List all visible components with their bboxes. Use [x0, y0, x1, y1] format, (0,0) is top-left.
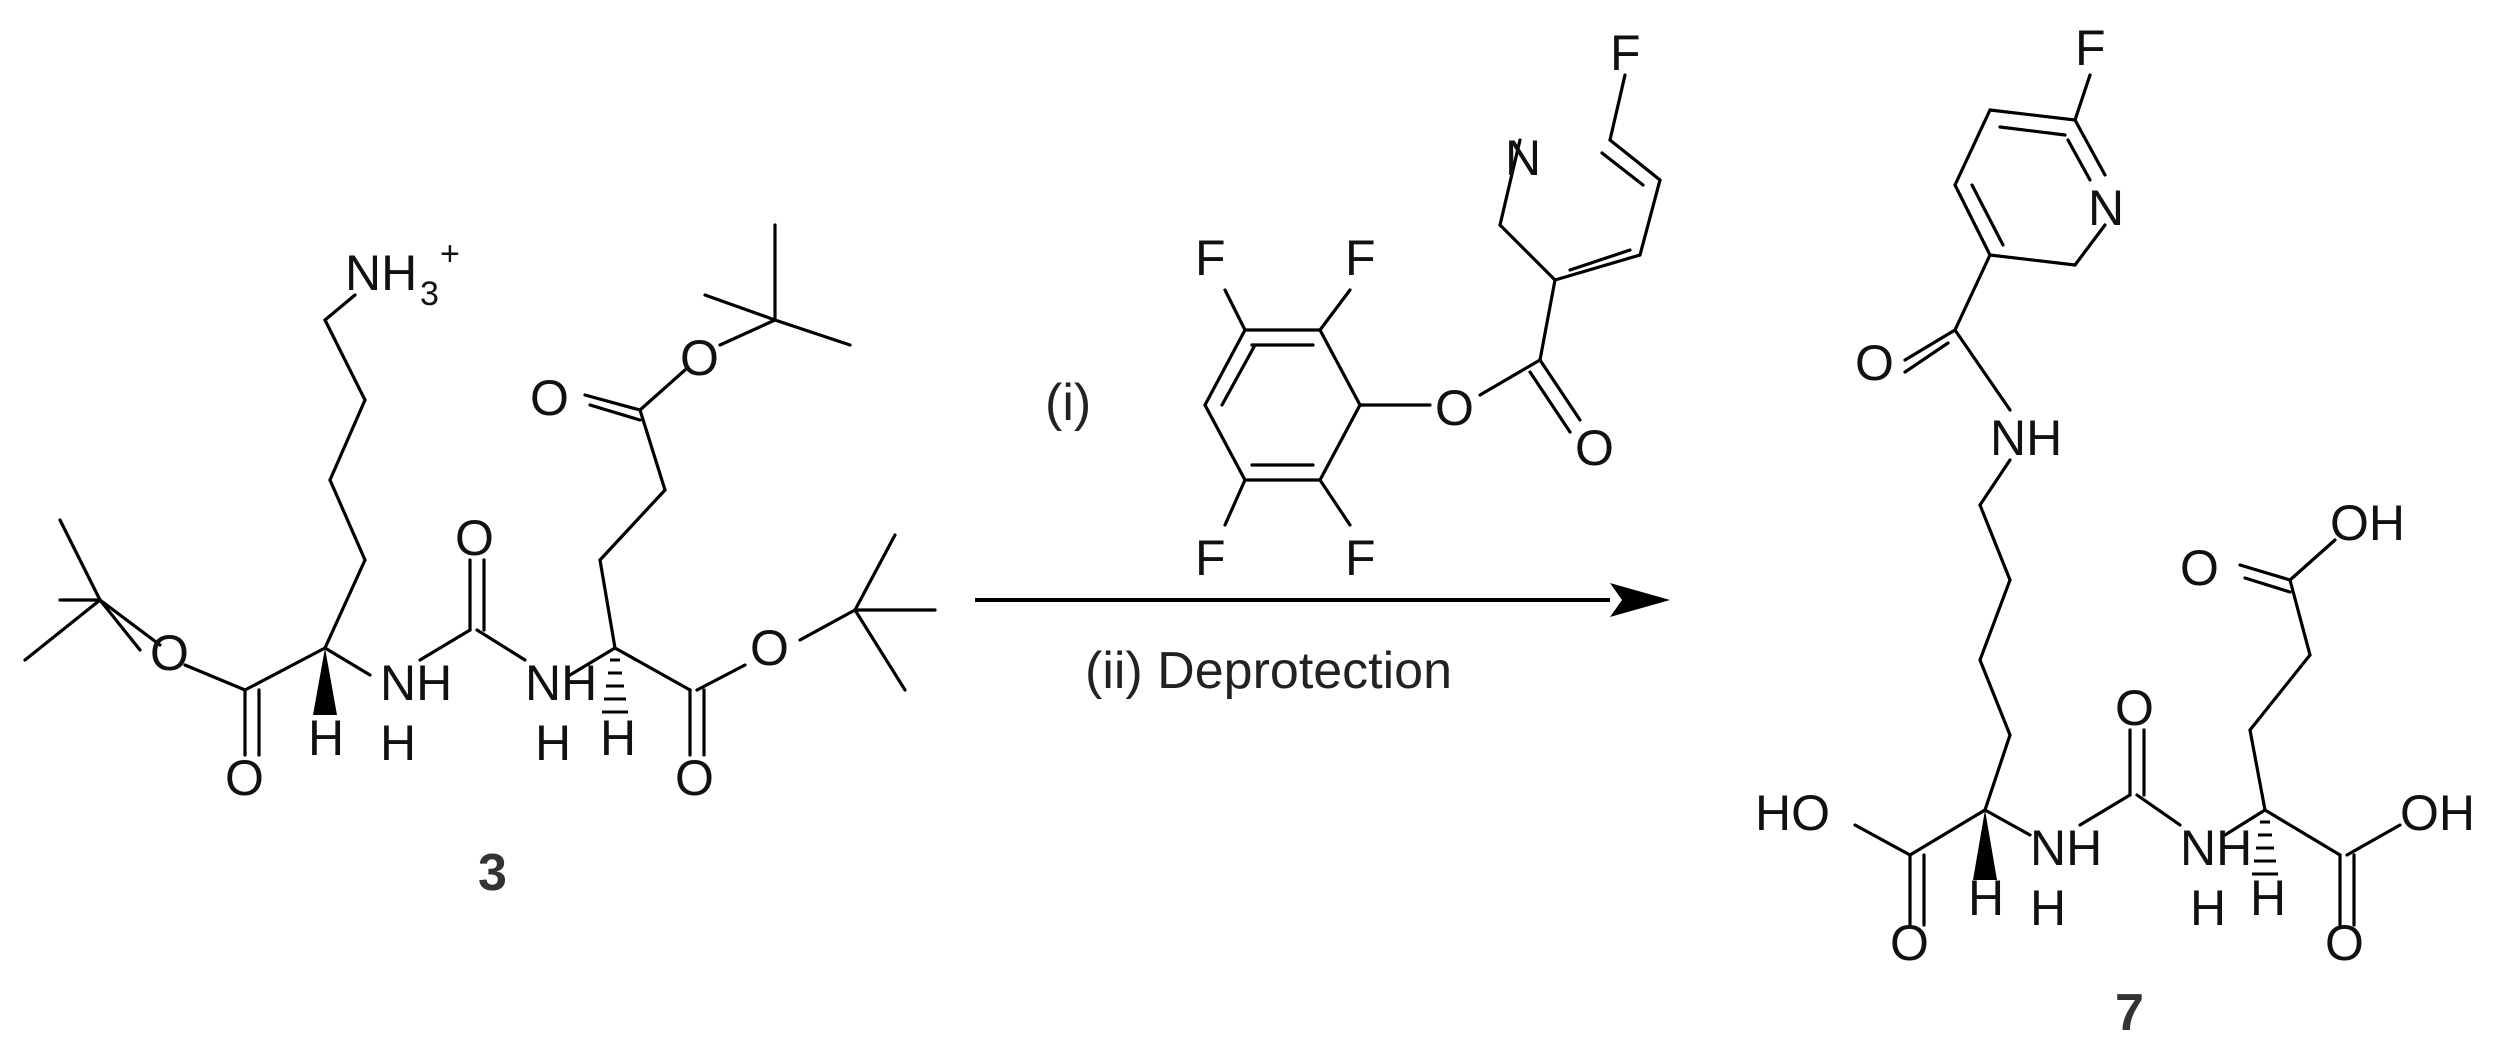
- reactant-right-ester-o-label: O: [750, 620, 789, 676]
- reactant-structure: [23, 223, 937, 757]
- reaction-arrow: [975, 583, 1670, 617]
- reagent-ester-o: O: [1435, 380, 1474, 436]
- reactant-urea-o-label: O: [455, 510, 494, 566]
- product-side-carbonyl-o: O: [2180, 540, 2219, 596]
- product-left-ho: HO: [1755, 785, 1830, 841]
- product-side-oh: OH: [2330, 495, 2405, 551]
- reactant-left-carbonyl-o-label: O: [225, 750, 264, 806]
- reactant-right-carbonyl-o-label: O: [675, 750, 714, 806]
- reagent-f-top-right: F: [1345, 230, 1376, 286]
- product-left-carbonyl-o: O: [1890, 915, 1929, 971]
- product-pyridine-f: F: [2075, 20, 2106, 76]
- product-right-nh-h: H: [2190, 880, 2226, 936]
- reagent-carbonyl-o: O: [1575, 420, 1614, 476]
- reagent-f-bottom-left: F: [1195, 530, 1226, 586]
- reagent-pyridine-f: F: [1610, 25, 1641, 81]
- product-right-carbonyl-o: O: [2325, 915, 2364, 971]
- reagent-pyridine-n: N: [1505, 130, 1541, 186]
- product-structure: [1853, 73, 2402, 927]
- reactant-nh3-charge: +: [440, 235, 460, 273]
- product-pyridine-n: N: [2088, 180, 2124, 236]
- reactant-glu-h-label: H: [600, 710, 636, 766]
- reactant-left-nh-label: NH: [380, 655, 452, 711]
- product-amide-nh: NH: [1990, 410, 2062, 466]
- step-i-label: (i): [1045, 374, 1091, 432]
- reactant-right-nh-label: NH: [525, 655, 597, 711]
- reactant-side-ester-o-label: O: [680, 330, 719, 386]
- product-amide-o: O: [1855, 335, 1894, 391]
- reactant-left-ester-o-label: O: [150, 625, 189, 681]
- reagent-f-top-left: F: [1195, 230, 1226, 286]
- step-ii-label: (ii) Deprotection: [1085, 642, 1452, 700]
- reagent-structure: [1203, 73, 1662, 527]
- reactant-nh3-subscript: 3: [420, 275, 439, 313]
- product-left-nh: NH: [2030, 820, 2102, 876]
- compound-number-7: 7: [2115, 984, 2144, 1042]
- reactant-lys-h-label: H: [308, 710, 344, 766]
- reactant-nh3-label: NH: [345, 245, 417, 301]
- product-right-oh: OH: [2400, 785, 2475, 841]
- product-lys-h: H: [1968, 870, 2004, 926]
- product-urea-o: O: [2115, 680, 2154, 736]
- reactant-left-nh-h-label: H: [380, 715, 416, 771]
- product-glu-h: H: [2250, 870, 2286, 926]
- reactant-right-nh-h-label: H: [535, 715, 571, 771]
- compound-number-3: 3: [478, 844, 507, 902]
- reagent-f-bottom-right: F: [1345, 530, 1376, 586]
- product-right-nh: NH: [2180, 820, 2252, 876]
- product-left-nh-h: H: [2030, 880, 2066, 936]
- reactant-side-carbonyl-o-label: O: [530, 370, 569, 426]
